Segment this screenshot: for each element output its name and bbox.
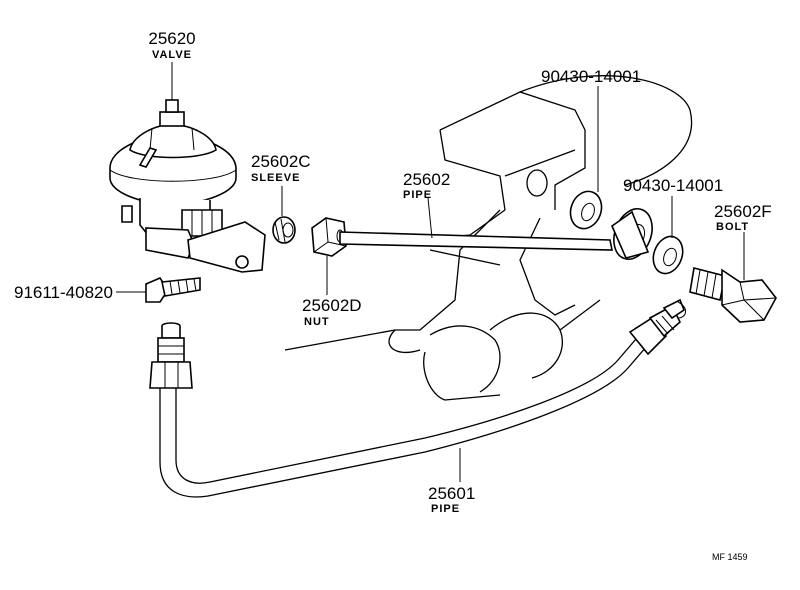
- bolt-part-number: 25602F: [714, 202, 772, 221]
- nut-part-name: NUT: [304, 316, 330, 328]
- valve-illustration: [109, 92, 266, 273]
- valve-part-number: 25620: [148, 29, 195, 48]
- gasket-1-part-number: 90430-14001: [541, 67, 641, 86]
- sleeve-part-number: 25602C: [251, 152, 311, 171]
- sleeve-part-name: SLEEVE: [251, 172, 300, 184]
- lower-pipe-part-name: PIPE: [431, 503, 460, 515]
- leader-lines: [116, 62, 745, 482]
- bolt-part-name: BOLT: [716, 221, 749, 233]
- valve-part-name: VALVE: [152, 49, 192, 61]
- valve-bolt-part-number: 91611-40820: [14, 283, 113, 302]
- sleeve-illustration: [272, 216, 296, 244]
- banjo-bolt-illustration: [689, 267, 777, 323]
- figure-code: MF 1459: [712, 552, 748, 562]
- nut-part-number: 25602D: [302, 296, 362, 315]
- valve-bolt-illustration: [145, 277, 201, 303]
- upper-pipe-part-name: PIPE: [403, 189, 432, 201]
- gasket-2-illustration: [652, 235, 684, 275]
- lower-pipe-part-number: 25601: [428, 484, 475, 503]
- gasket-1-illustration: [569, 190, 603, 230]
- upper-pipe-illustration: [339, 231, 613, 251]
- lower-pipe-illustration: [149, 298, 686, 498]
- gasket-2-part-number: 90430-14001: [623, 176, 723, 195]
- banjo-fitting-illustration: [611, 208, 653, 260]
- upper-pipe-part-number: 25602: [403, 170, 450, 189]
- nut-illustration: [311, 217, 347, 257]
